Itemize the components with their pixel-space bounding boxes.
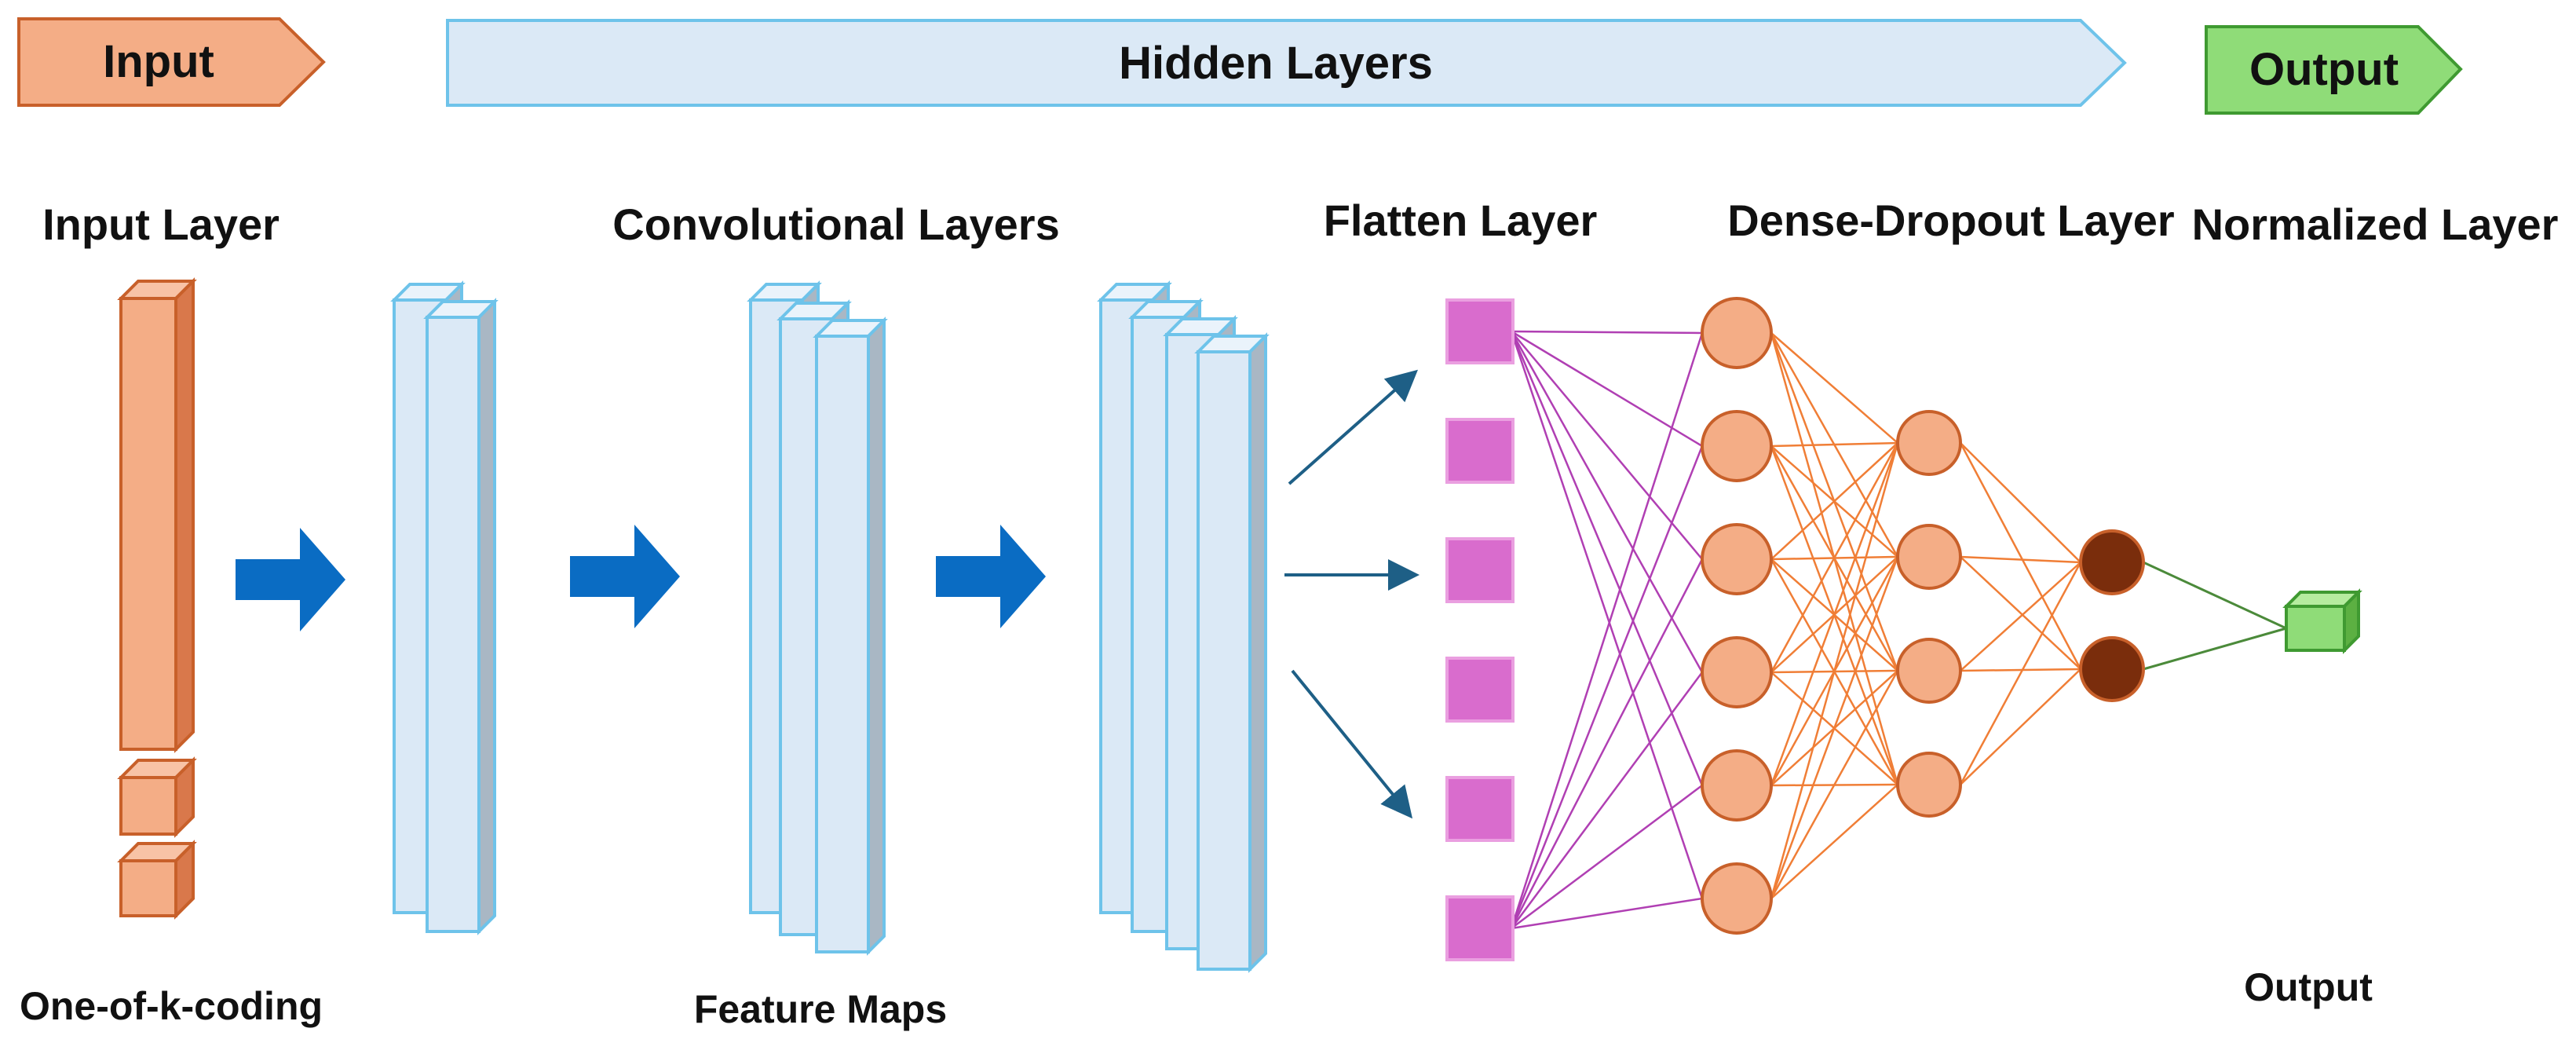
flatten-dense-edge [1511, 330, 1703, 448]
flatten-arrow-up [1288, 369, 1418, 485]
feature-map-stack-3 [1097, 280, 1270, 973]
hidden-layers-banner-label: Hidden Layers [1119, 38, 1433, 89]
network-nodes [1445, 297, 2145, 961]
dense-3-node [2079, 529, 2145, 595]
dense1-dense2-edge [1770, 442, 1898, 560]
normalized-layer-title: Normalized Layer [2192, 199, 2559, 249]
dense2-dense3-edge [1960, 556, 2081, 670]
flatten-unit [1445, 657, 1515, 723]
input-cube-2 [117, 840, 197, 920]
blue-arrow-3 [936, 525, 1046, 628]
output-cube [2282, 588, 2362, 654]
dense2-dense3-edge [1960, 668, 2081, 785]
flatten-arrow-down [1291, 669, 1413, 819]
dense-1-node [1701, 410, 1773, 482]
dense2-dense3-edge [1959, 562, 2082, 785]
feature-map-stack-1 [390, 280, 499, 935]
dense1-dense2-edge [1770, 442, 1899, 786]
input-layer-blocks [117, 277, 197, 920]
dense-1-node [1701, 523, 1773, 595]
input-cube-1 [117, 756, 197, 838]
flatten-dense-edge [1510, 672, 1704, 929]
output-banner-shape [2205, 25, 2463, 115]
output-banner: Output [2205, 25, 2463, 115]
dense2-dense3-edge [1960, 562, 2081, 672]
feature-map-2c [813, 317, 888, 956]
dense2-dense3-edge [1960, 442, 2081, 563]
dense1-dense2-edge [1770, 332, 1898, 444]
feature-map-stack-2 [747, 280, 888, 956]
dense-dropout-layer-title: Dense-Dropout Layer [1727, 196, 2174, 245]
output-banner-label: Output [2249, 44, 2399, 95]
dense2-dense3-edge [1960, 555, 2081, 564]
dense3-output-edge [2143, 627, 2287, 671]
flatten-dense-edge [1510, 331, 1704, 786]
dense-2-node [1896, 638, 1962, 704]
dense1-dense2-edge [1770, 784, 1898, 899]
feature-map-1b [423, 298, 499, 935]
dense-2-node [1896, 410, 1962, 476]
flatten-unit [1445, 418, 1515, 484]
dense1-dense2-edge [1770, 442, 1899, 899]
flatten-unit [1445, 537, 1515, 603]
dense-1-node [1701, 297, 1773, 369]
flatten-dense-edge [1511, 784, 1703, 930]
flatten-layer-title: Flatten Layer [1324, 196, 1598, 245]
dense-1-node [1701, 636, 1773, 708]
dense3-output-edge [2143, 561, 2287, 630]
dense-1-node [1701, 749, 1773, 822]
output-caption: Output [2244, 965, 2373, 1009]
network-edges [1510, 330, 2287, 930]
flatten-unit [1445, 776, 1515, 842]
flatten-dense-edge [1510, 331, 1704, 673]
dense1-dense2-edge [1770, 556, 1899, 899]
flatten-arrows [1284, 369, 1420, 819]
blue-arrow-1 [236, 528, 345, 631]
flatten-unit [1445, 298, 1515, 364]
input-banner-shape [17, 17, 326, 107]
input-banner: Input [17, 17, 326, 107]
input-layer-title: Input Layer [42, 199, 280, 249]
input-banner-label: Input [103, 36, 214, 87]
flatten-dense-edge [1510, 332, 1704, 929]
dense1-dense2-edge [1770, 442, 1899, 673]
feature-maps-caption: Feature Maps [694, 987, 947, 1031]
dense-2-node [1896, 524, 1962, 590]
blue-arrow-2 [570, 525, 680, 628]
dense-2-node [1896, 752, 1962, 818]
flatten-dense-edge [1510, 445, 1704, 929]
dense1-dense2-edge [1770, 670, 1899, 899]
dense1-dense2-edge [1770, 441, 1898, 448]
flatten-dense-edge [1511, 330, 1703, 335]
dense-1-node [1701, 862, 1773, 935]
one-of-k-coding-caption: One-of-k-coding [20, 984, 323, 1028]
dense-3-node [2079, 636, 2145, 702]
dense2-dense3-edge [1960, 668, 2081, 672]
hidden-layers-banner: Hidden Layers [446, 19, 2127, 107]
convolutional-layers-title: Convolutional Layers [612, 199, 1059, 249]
dense2-dense3-edge [1959, 442, 2082, 670]
input-bar [117, 277, 197, 753]
flatten-dense-edge [1511, 331, 1703, 560]
hidden-layers-banner-shape [446, 19, 2127, 107]
flatten-dense-edge [1510, 558, 1704, 929]
feature-map-3d [1194, 332, 1270, 973]
flatten-dense-edge [1511, 897, 1703, 930]
flatten-unit [1445, 895, 1515, 961]
flatten-dense-edge [1510, 331, 1704, 899]
